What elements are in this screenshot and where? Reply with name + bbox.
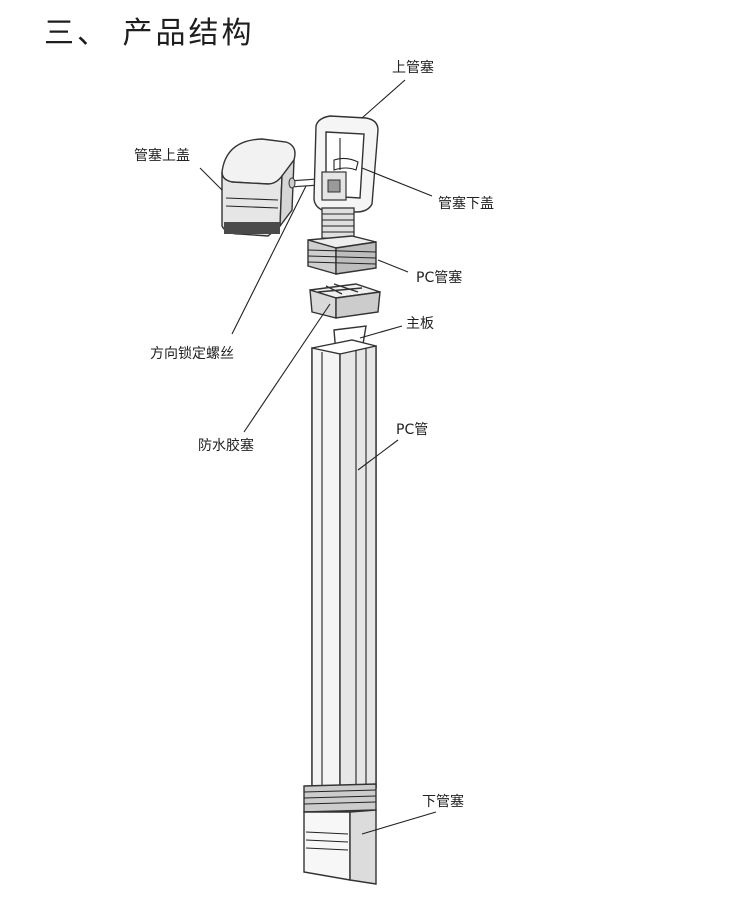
label-main-board: 主板: [406, 316, 434, 332]
upper-plug-part: [313, 115, 379, 213]
direction-lock-screw-part: [288, 177, 319, 189]
leader-pc-plug: [377, 259, 409, 273]
leader-lower-plug: [361, 811, 437, 835]
label-pc-plug: PC管塞: [416, 270, 463, 286]
leader-plug-bottom-cover: [361, 167, 433, 197]
pc-tube-part: [311, 339, 377, 791]
label-upper-plug: 上管塞: [392, 60, 434, 76]
leader-direction-lock-screw: [231, 185, 307, 335]
leader-upper-plug: [361, 79, 406, 119]
leader-waterproof-rubber-plug: [243, 303, 331, 433]
leader-main-board: [359, 325, 403, 339]
waterproof-rubber-plug-part: [309, 283, 381, 319]
leader-plug-top-cover: [199, 167, 223, 191]
label-pc-tube: PC管: [396, 422, 429, 438]
label-direction-lock-screw: 方向锁定螺丝: [150, 346, 234, 362]
label-waterproof-rubber-plug: 防水胶塞: [198, 438, 254, 454]
plug-top-cover-part: [221, 138, 296, 237]
pc-plug-part: [307, 235, 377, 275]
label-plug-top-cover: 管塞上盖: [134, 148, 190, 164]
label-lower-plug: 下管塞: [422, 794, 464, 810]
page-title: 三、 产品结构: [44, 16, 255, 51]
lower-plug-part: [303, 783, 377, 885]
leader-pc-tube: [357, 439, 399, 471]
label-plug-bottom-cover: 管塞下盖: [438, 196, 494, 212]
